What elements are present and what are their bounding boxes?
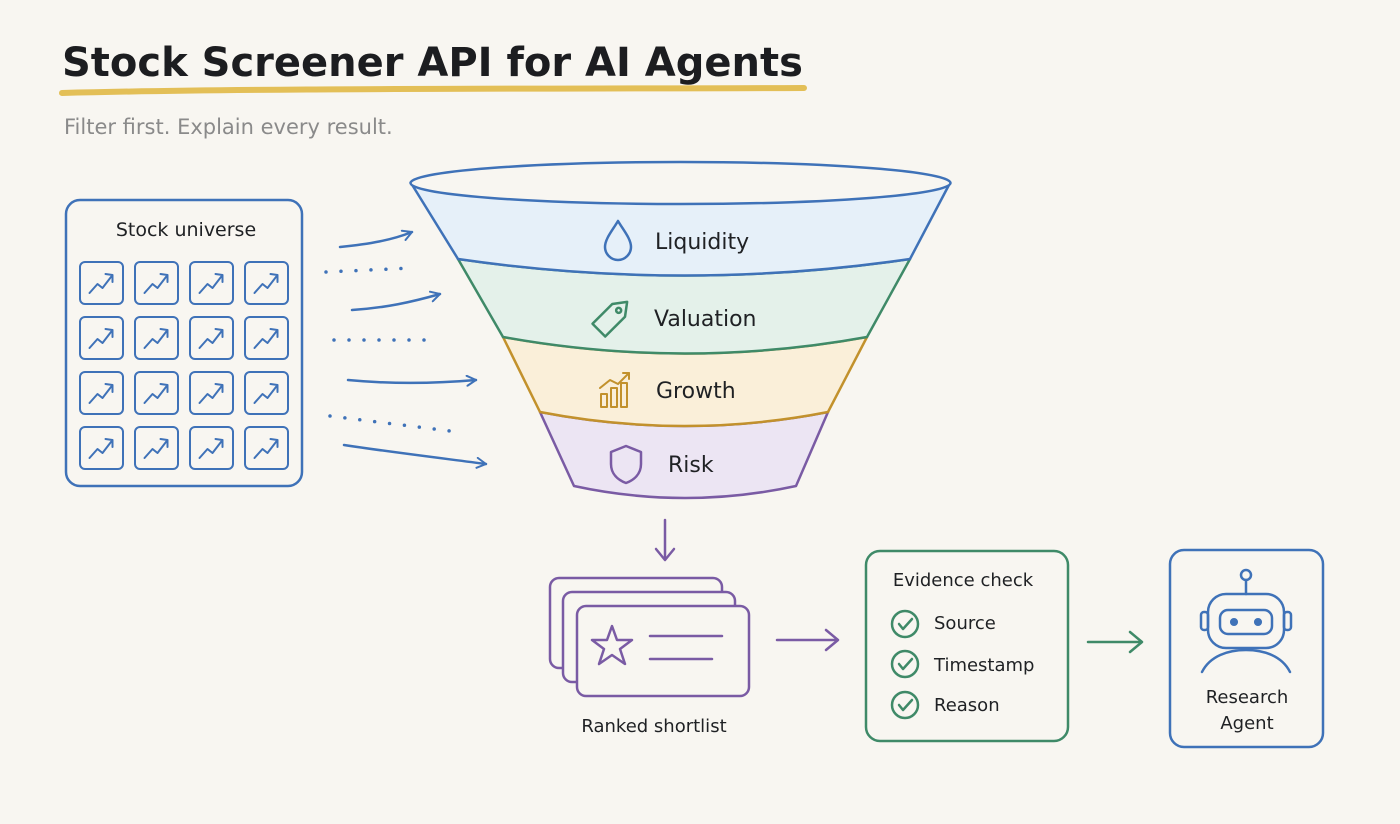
- trend-up-icon: [253, 383, 279, 404]
- check-circle-icon: [890, 609, 920, 639]
- inflow-arrow: [346, 374, 478, 387]
- trend-up-icon: [143, 273, 169, 294]
- stock-tile: [244, 371, 289, 415]
- evidence-item-label: Reason: [934, 695, 1000, 716]
- funnel-layer-label: Growth: [656, 379, 736, 404]
- evidence-check-panel: Evidence check Source Timestamp Reason: [864, 549, 1070, 743]
- down-arrow: [654, 518, 676, 562]
- stock-tile: [134, 426, 179, 470]
- trend-up-icon: [253, 273, 279, 294]
- stock-tile: [189, 261, 234, 305]
- ranked-shortlist-label: Ranked shortlist: [581, 716, 726, 737]
- stock-universe-label: Stock universe: [116, 219, 256, 241]
- funnel-layer-liquidity: Liquidity: [409, 181, 952, 277]
- stock-tile: [244, 426, 289, 470]
- evidence-item-source: Source: [890, 609, 996, 639]
- robot-icon: [1199, 568, 1293, 674]
- page-title: Stock Screener API for AI Agents: [62, 40, 803, 86]
- stock-tile: [244, 261, 289, 305]
- trend-up-icon: [253, 328, 279, 349]
- inflow-arrow: [338, 229, 414, 249]
- evidence-to-agent-arrow: [1086, 630, 1144, 654]
- droplet-icon: [603, 219, 633, 262]
- stock-tile: [134, 261, 179, 305]
- growth-chart-icon: [599, 372, 630, 408]
- stock-tile: [134, 316, 179, 360]
- trend-up-icon: [143, 438, 169, 459]
- trend-up-icon: [198, 328, 224, 349]
- research-agent-label-line2: Agent: [1220, 713, 1273, 734]
- check-circle-icon: [890, 690, 920, 720]
- stock-tile: [189, 426, 234, 470]
- research-agent-panel: Research Agent: [1168, 548, 1325, 749]
- evidence-item-label: Timestamp: [933, 655, 1034, 676]
- shield-icon: [609, 444, 643, 485]
- trend-up-icon: [143, 328, 169, 349]
- evidence-item-label: Source: [934, 613, 996, 634]
- stock-tile: [79, 316, 124, 360]
- evidence-item-timestamp: Timestamp: [890, 649, 1034, 679]
- stock-tile: [79, 371, 124, 415]
- page-subtitle: Filter first. Explain every result.: [64, 115, 393, 139]
- check-circle-icon: [890, 649, 920, 679]
- trend-up-icon: [88, 328, 114, 349]
- stock-tile-grid: [79, 261, 289, 470]
- trend-up-icon: [143, 383, 169, 404]
- trend-up-icon: [198, 383, 224, 404]
- funnel-rim: [409, 160, 952, 206]
- dotted-inflow-line: [328, 414, 460, 434]
- ranked-shortlist-cards: [548, 576, 751, 698]
- stock-tile: [189, 316, 234, 360]
- shortlist-to-evidence-arrow: [775, 628, 840, 652]
- inflow-arrow: [350, 290, 442, 312]
- research-agent-label-line1: Research: [1206, 687, 1289, 708]
- title-underline: [59, 85, 807, 96]
- funnel-layer-label: Liquidity: [655, 230, 749, 255]
- star-icon: [590, 624, 634, 666]
- stock-tile: [79, 261, 124, 305]
- funnel-layer-label: Risk: [668, 453, 714, 478]
- trend-up-icon: [253, 438, 279, 459]
- trend-up-icon: [198, 438, 224, 459]
- stock-tile: [134, 371, 179, 415]
- stock-tile: [244, 316, 289, 360]
- trend-up-icon: [88, 273, 114, 294]
- screening-funnel: Risk Growth Valuation: [409, 160, 952, 500]
- trend-up-icon: [198, 273, 224, 294]
- inflow-arrows: [324, 229, 488, 469]
- funnel-layer-risk: Risk: [538, 410, 830, 500]
- price-tag-icon: [591, 300, 629, 338]
- trend-up-icon: [88, 383, 114, 404]
- stock-universe-panel: Stock universe: [64, 198, 304, 488]
- funnel-layer-label: Valuation: [654, 307, 757, 332]
- stock-tile: [79, 426, 124, 470]
- stock-tile: [189, 371, 234, 415]
- evidence-check-title: Evidence check: [893, 570, 1034, 591]
- evidence-item-reason: Reason: [890, 690, 1000, 720]
- dotted-inflow-line: [324, 266, 414, 274]
- inflow-arrow: [342, 443, 488, 469]
- trend-up-icon: [88, 438, 114, 459]
